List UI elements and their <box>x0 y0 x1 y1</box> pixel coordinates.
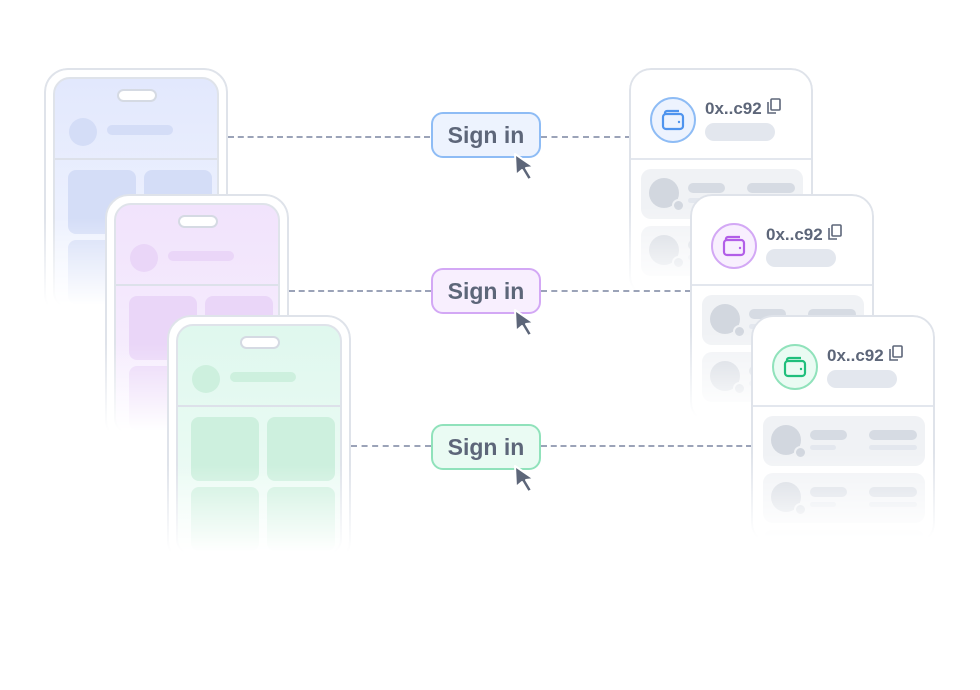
copy-icon[interactable] <box>888 345 903 366</box>
tile <box>191 487 259 551</box>
avatar-placeholder <box>192 365 220 393</box>
divider <box>55 158 217 160</box>
wallet-icon <box>711 223 757 269</box>
connector-line <box>228 136 430 138</box>
connector-line <box>541 290 691 292</box>
divider <box>116 284 278 286</box>
sign-in-button-blue[interactable]: Sign in <box>431 112 541 158</box>
divider <box>631 158 811 160</box>
tile <box>191 417 259 481</box>
text-placeholder <box>107 125 173 135</box>
asset-row <box>763 473 925 523</box>
text-placeholder <box>168 251 234 261</box>
copy-icon[interactable] <box>766 98 781 119</box>
divider <box>753 405 933 407</box>
asset-row <box>763 530 925 580</box>
avatar-placeholder <box>69 118 97 146</box>
balance-placeholder <box>766 249 836 267</box>
text-placeholder <box>230 372 296 382</box>
sign-in-button-green[interactable]: Sign in <box>431 424 541 470</box>
wallet-address: 0x..c92 <box>766 224 823 244</box>
copy-icon[interactable] <box>827 224 842 245</box>
sign-in-button-purple[interactable]: Sign in <box>431 268 541 314</box>
phone-notch <box>178 215 218 228</box>
connector-line <box>289 290 431 292</box>
wallet-icon <box>650 97 696 143</box>
balance-placeholder <box>705 123 775 141</box>
connector-line <box>541 136 631 138</box>
connector-line <box>541 445 752 447</box>
wallet-address: 0x..c92 <box>827 345 884 365</box>
connector-line <box>351 445 431 447</box>
balance-placeholder <box>827 370 897 388</box>
tile <box>267 487 335 551</box>
cursor-icon <box>514 309 535 337</box>
divider <box>692 284 872 286</box>
cursor-icon <box>514 153 535 181</box>
wallet-icon <box>772 344 818 390</box>
wallet-address: 0x..c92 <box>705 98 762 118</box>
phone-notch <box>117 89 157 102</box>
tile <box>267 417 335 481</box>
cursor-icon <box>514 465 535 493</box>
divider <box>178 405 340 407</box>
wallet-card-green: 0x..c92 <box>751 315 935 580</box>
phone-notch <box>240 336 280 349</box>
phone-mockup-green <box>167 315 351 565</box>
asset-row <box>763 416 925 466</box>
avatar-placeholder <box>130 244 158 272</box>
